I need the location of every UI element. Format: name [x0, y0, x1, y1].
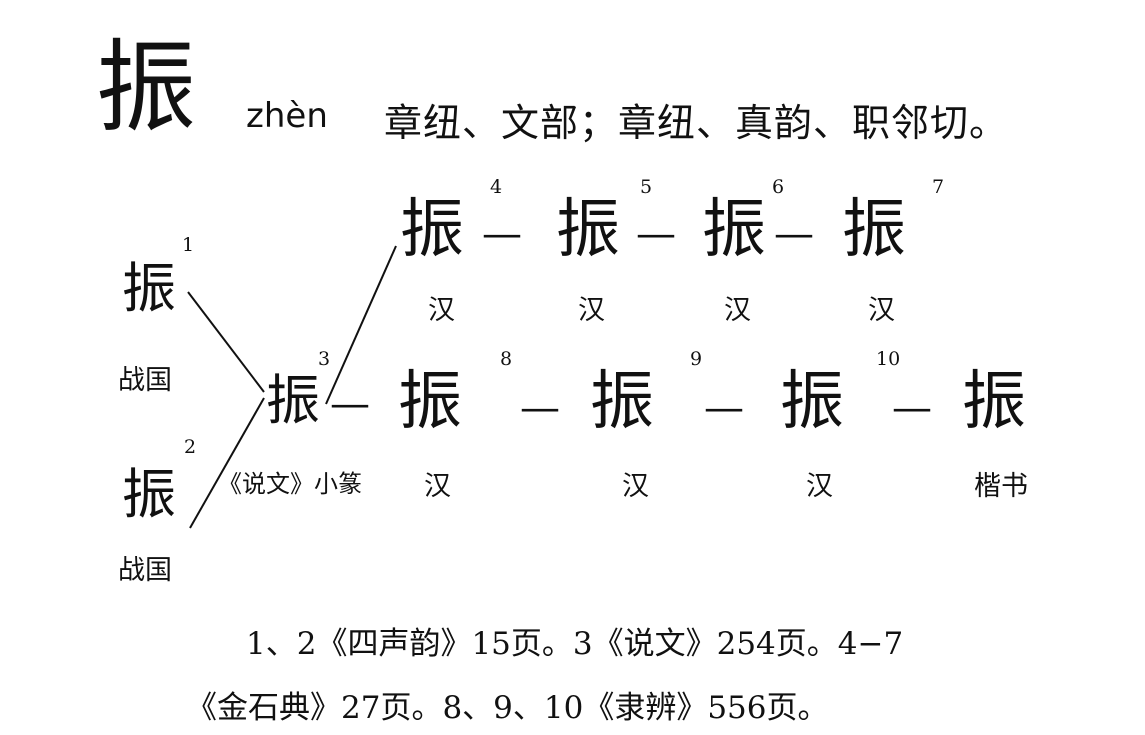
phonology-fanqie: 章纽、文部；章纽、真韵、职邻切。: [384, 101, 1009, 145]
form-number-1: 1: [182, 234, 195, 256]
form-number-7: 7: [932, 176, 945, 198]
connector-3-8: —: [330, 381, 370, 427]
glyph-form-8: 振: [398, 365, 462, 439]
form-label-2: 战国: [118, 555, 172, 586]
form-label-1: 战国: [118, 365, 172, 396]
line-form3-to-form4: [325, 245, 397, 405]
glyph-form-7: 振: [842, 193, 906, 267]
line-form2-to-form3: [189, 397, 265, 529]
form-number-3: 3: [318, 348, 331, 370]
source-note-line-2: 《金石典》27页。8、9、10《隶辨》556页。: [186, 690, 829, 726]
form-number-8: 8: [500, 348, 513, 370]
form-label-8: 汉: [424, 471, 451, 502]
headword-character: 振: [96, 29, 196, 146]
glyph-form-9: 振: [590, 365, 654, 439]
form-label-9: 汉: [622, 471, 649, 502]
connector-8-9: —: [520, 385, 560, 431]
form-number-6: 6: [772, 176, 785, 198]
glyph-form-5: 振: [556, 193, 620, 267]
form-label-6: 汉: [724, 295, 751, 326]
connector-10-kaishu: —: [892, 385, 932, 431]
form-number-9: 9: [690, 348, 703, 370]
line-form1-to-form3: [187, 291, 265, 393]
glyph-form-3: 振: [266, 369, 320, 432]
connector-6-7: —: [774, 211, 814, 257]
connector-5-6: —: [636, 211, 676, 257]
form-number-2: 2: [184, 436, 197, 458]
form-label-kaishu: 楷书: [974, 471, 1028, 502]
pinyin: zhèn: [246, 96, 328, 136]
form-number-5: 5: [640, 176, 653, 198]
form-label-4: 汉: [428, 295, 455, 326]
form-label-10: 汉: [806, 471, 833, 502]
glyph-kaishu: 振: [962, 365, 1026, 439]
glyph-form-6: 振: [702, 193, 766, 267]
glyph-form-2: 振: [122, 463, 176, 526]
form-number-4: 4: [490, 176, 503, 198]
form-label-7: 汉: [868, 295, 895, 326]
glyph-form-1: 振: [122, 257, 176, 320]
form-label-5: 汉: [578, 295, 605, 326]
form-label-3: 《说文》小篆: [218, 470, 362, 498]
connector-4-5: —: [482, 211, 522, 257]
glyph-form-4: 振: [400, 193, 464, 267]
form-number-10: 10: [876, 348, 901, 370]
glyph-form-10: 振: [780, 365, 844, 439]
source-note-line-1: 1、2《四声韵》15页。3《说文》254页。4−7: [246, 626, 904, 662]
connector-9-10: —: [704, 385, 744, 431]
